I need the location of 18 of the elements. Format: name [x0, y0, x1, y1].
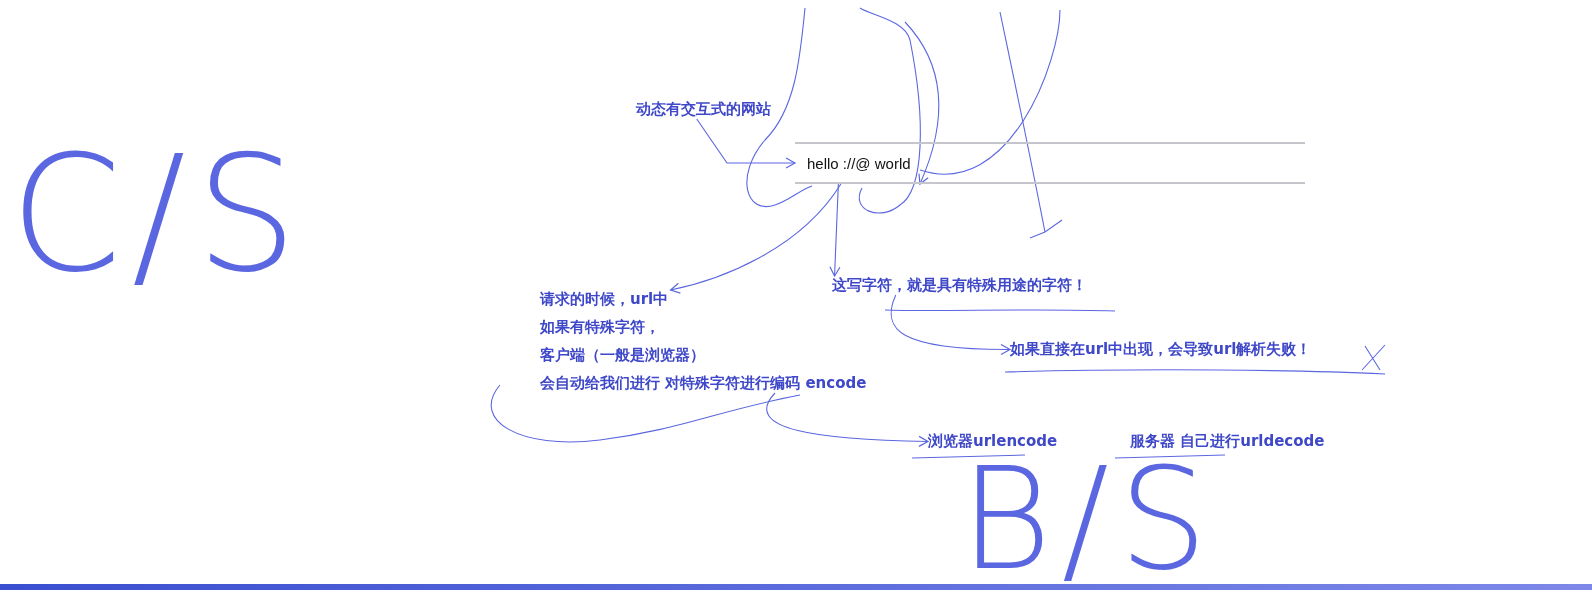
handwritten-letters: B/S — [960, 450, 1218, 590]
annotation-text: 如果直接在url中出现，会导致url解析失败！ — [1010, 340, 1312, 359]
annotation-text: 这写字符，就是具有特殊用途的字符！ — [832, 276, 1087, 295]
hand-drawn-arrow — [669, 183, 842, 294]
annotation-text: 动态有交互式的网站 — [636, 100, 771, 119]
hand-drawn-arrow — [904, 21, 940, 185]
annotation-text: 如果有特殊字符， — [540, 318, 661, 337]
hand-drawn-arrow — [766, 392, 929, 447]
hand-drawn-arrow — [696, 118, 796, 169]
handwritten-letters: C/S — [10, 135, 308, 295]
annotation-text: 会自动给我们进行 对特殊字符进行编码 encode — [540, 374, 867, 393]
annotation-text: 浏览器urlencode — [928, 432, 1058, 451]
annotation-text: 服务器 自己进行urldecode — [1130, 432, 1325, 451]
annotation-text: 请求的时候，url中 — [540, 290, 670, 309]
input-field: hello ://@ world — [795, 142, 1305, 184]
hand-drawn-arrow — [890, 294, 1011, 355]
hand-drawn-arrow — [829, 183, 841, 277]
annotation-text: 客户端（一般是浏览器） — [540, 346, 706, 365]
